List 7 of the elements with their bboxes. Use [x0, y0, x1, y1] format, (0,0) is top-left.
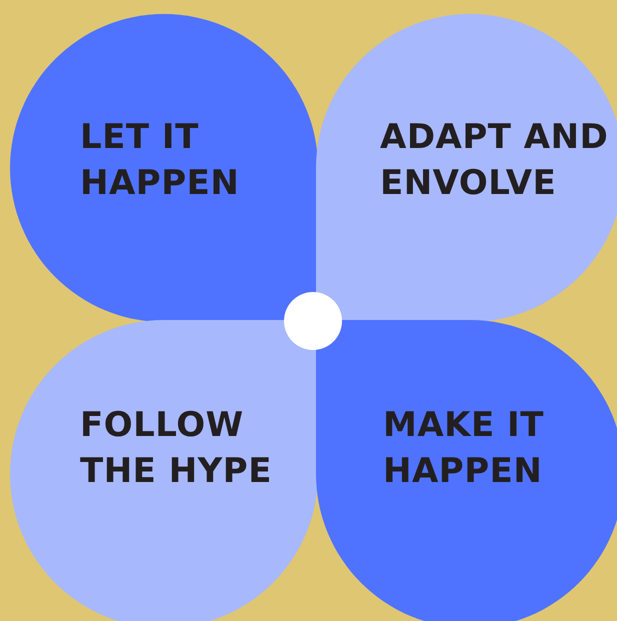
petal-label: ADAPT AND ENVOLVE: [380, 116, 610, 205]
petal-label: MAKE IT HAPPEN: [383, 404, 545, 493]
petal-shape: [316, 14, 617, 322]
petal-label: FOLLOW THE HYPE: [80, 404, 273, 493]
petal-label: LET IT HAPPEN: [80, 116, 240, 205]
petal-shape: [316, 320, 617, 621]
petal-shape: [10, 320, 318, 621]
